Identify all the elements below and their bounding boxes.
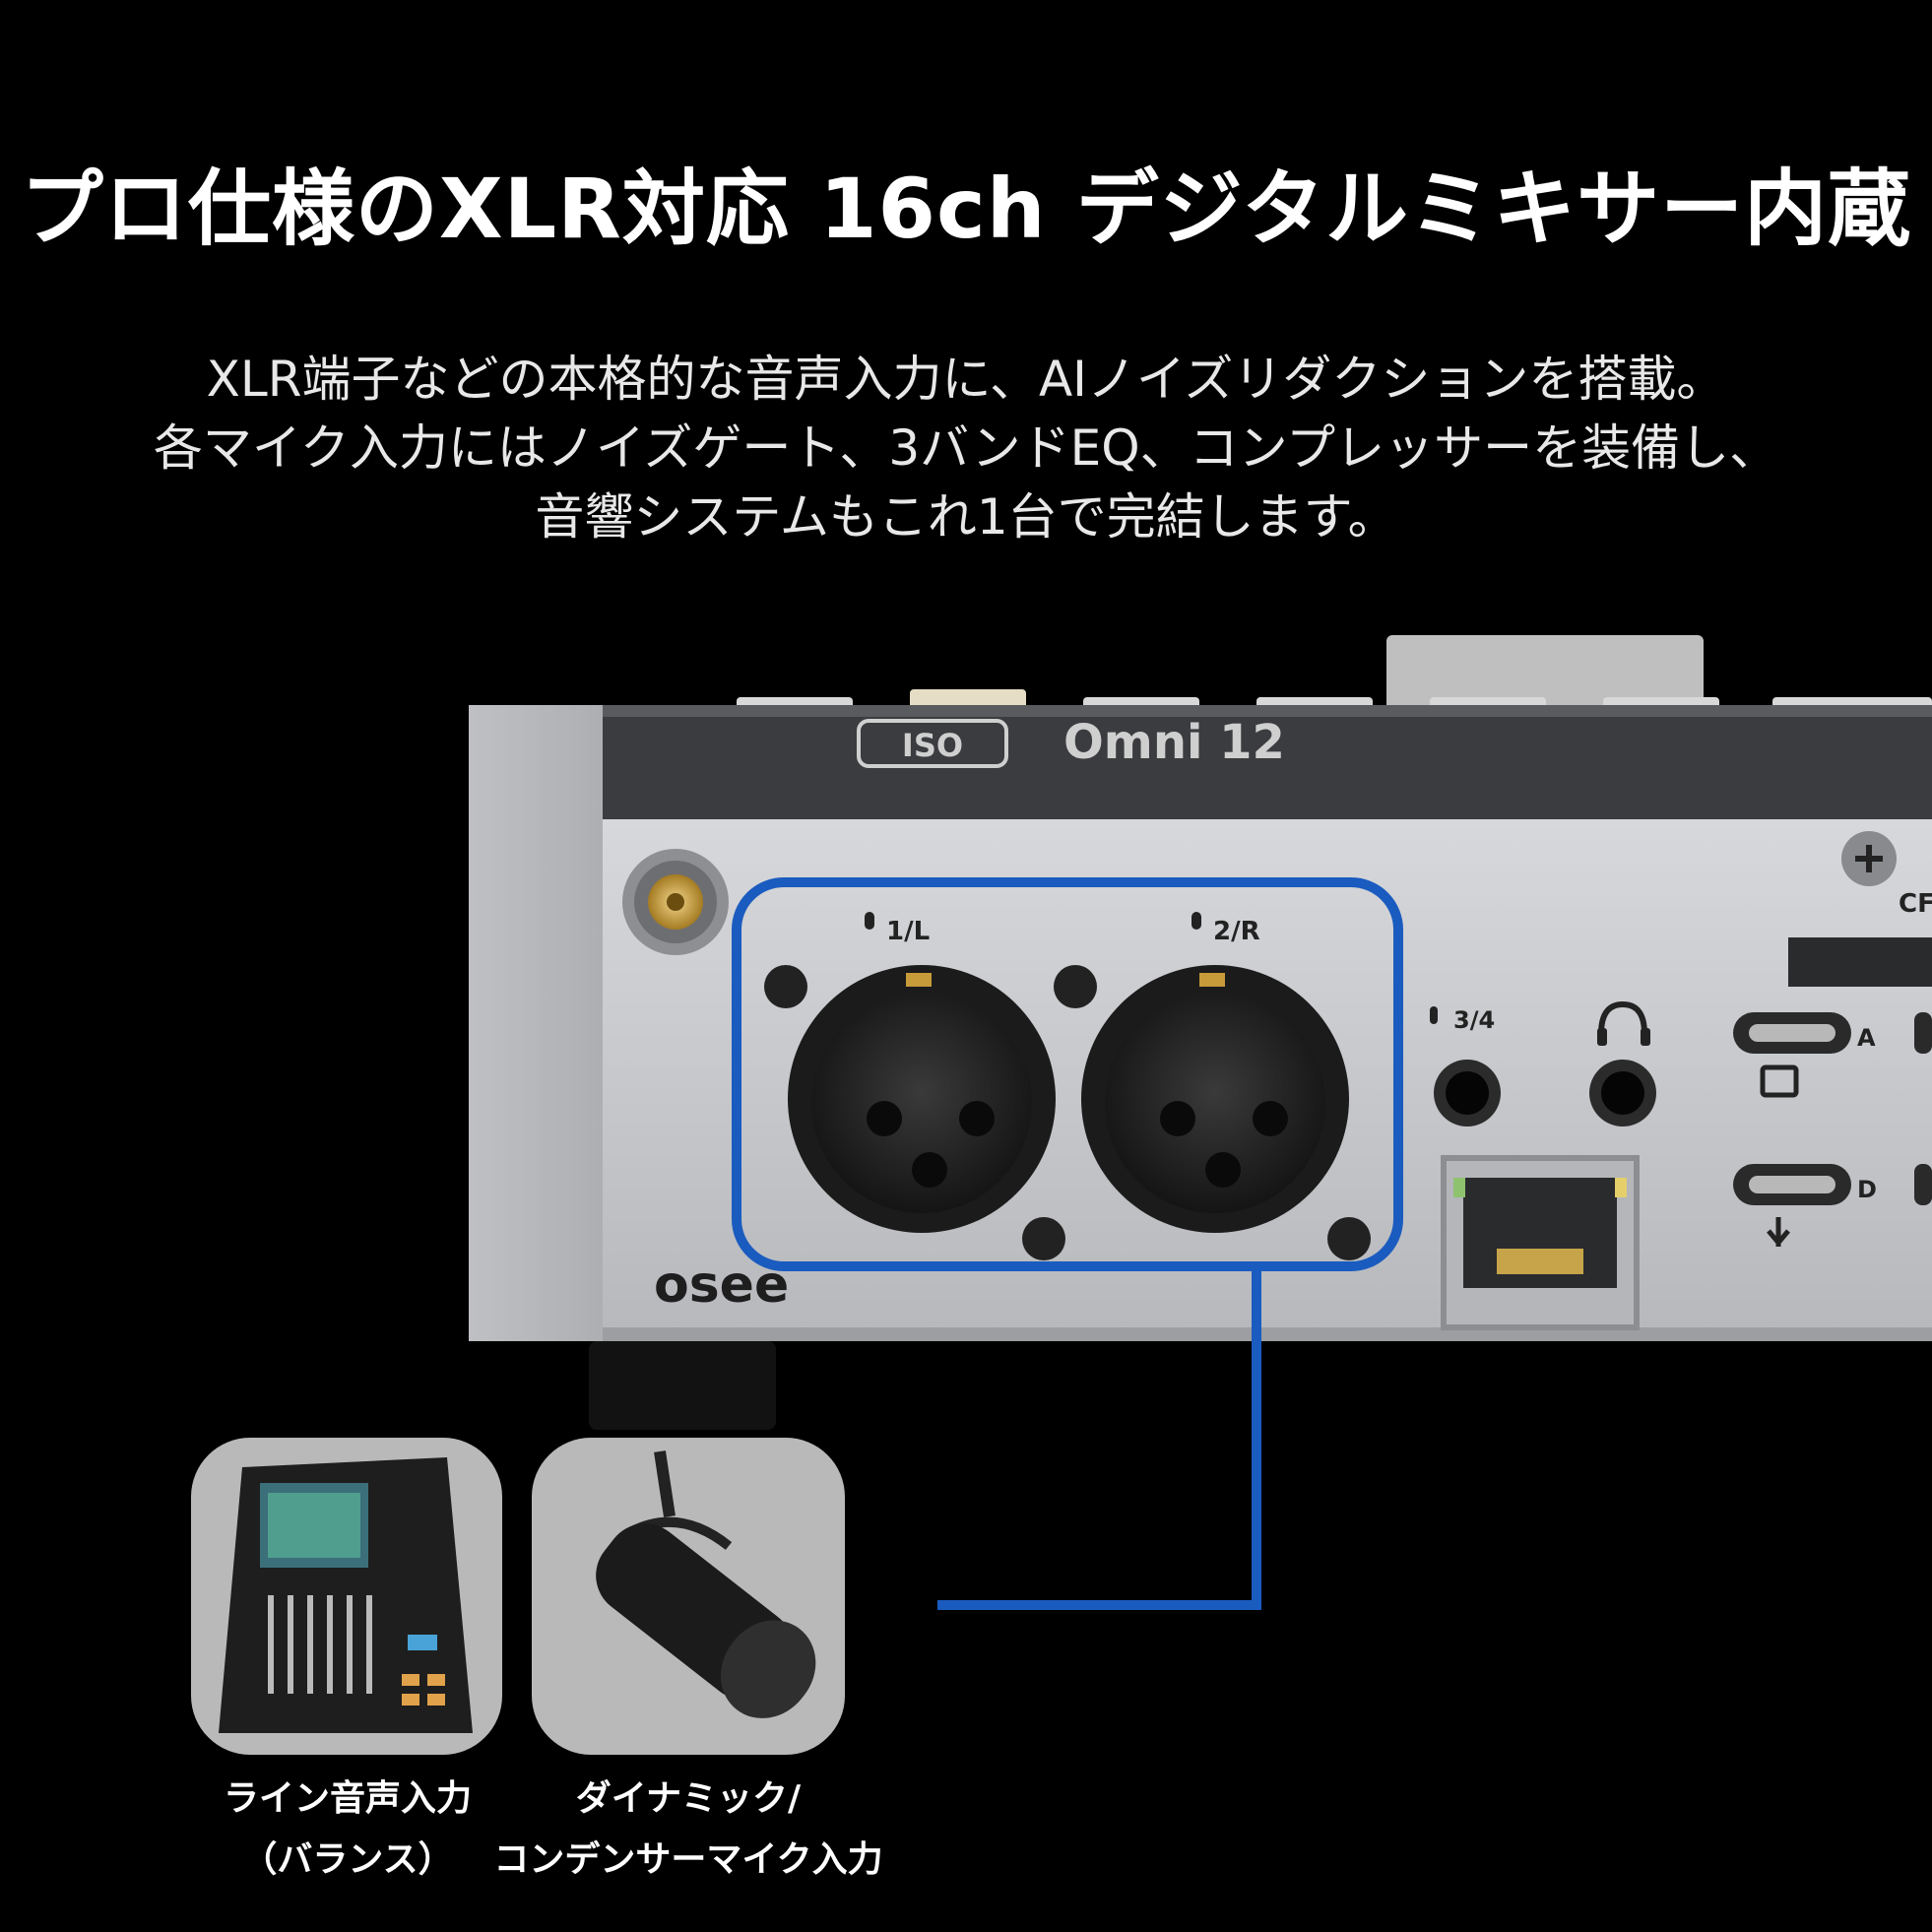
- description-line-2: 各マイク入力にはノイズゲート、3バンドEQ、コンプレッサーを装備し、: [153, 419, 1779, 477]
- model-badge-text: ISO: [902, 727, 963, 764]
- xlr-connector-2: [1081, 965, 1371, 1260]
- antenna-connector: [622, 849, 729, 955]
- mic-jack-3-4: [1434, 1060, 1501, 1127]
- usb-a-label: A: [1857, 1024, 1876, 1052]
- usb-c-port-a: [1733, 1012, 1851, 1054]
- source-image-microphone: [532, 1438, 845, 1755]
- headphone-icon: [1598, 1000, 1647, 1035]
- usb-c-port-d: [1733, 1164, 1851, 1205]
- dynamic-microphone-icon: [596, 1450, 816, 1718]
- mic34-label: 3/4: [1453, 1006, 1495, 1034]
- description-line-3: 音響システムもこれ1台で完結します。: [535, 488, 1397, 546]
- digital-mixer-icon: [219, 1457, 473, 1733]
- mic1-label: 1/L: [886, 917, 930, 946]
- model-name: Omni 12: [1063, 715, 1285, 770]
- connector-line: [937, 1266, 1261, 1610]
- cf-label: CF: [1899, 889, 1932, 919]
- headphone-jack: [1589, 1060, 1656, 1127]
- xlr-connector-1: [764, 965, 1097, 1260]
- source-label-line-1: ライン音声入力: [223, 1778, 472, 1819]
- source-label-line: ライン音声入力 （バランス）: [177, 1769, 518, 1891]
- source-label-mic-1: ダイナミック/: [575, 1778, 802, 1819]
- side-bracket: [469, 705, 630, 1341]
- usb-d-label: D: [1857, 1176, 1877, 1203]
- description: XLR端子などの本格的な音声入力に、AIノイズリダクションを搭載。 各マイク入力…: [0, 345, 1932, 551]
- top-bracket: [1386, 635, 1704, 714]
- source-label-mic: ダイナミック/ コンデンサーマイク入力: [486, 1769, 890, 1891]
- mic34-icon: [1430, 1006, 1438, 1024]
- source-image-mixer: [191, 1438, 502, 1755]
- xlr-highlight-frame: [732, 877, 1403, 1271]
- mic-icon: [865, 912, 1201, 930]
- top-band: [603, 705, 1932, 819]
- card-slot: [1788, 937, 1932, 987]
- monitor-icon: [1760, 1064, 1799, 1098]
- ethernet-port: [1441, 1155, 1640, 1330]
- mic2-label: 2/R: [1213, 917, 1260, 946]
- brand-logo: osee: [654, 1256, 789, 1315]
- model-badge: [857, 719, 1008, 768]
- description-line-1: XLR端子などの本格的な音声入力に、AIノイズリダクションを搭載。: [206, 351, 1726, 408]
- usb-icon: [1767, 1217, 1790, 1247]
- source-label-mic-2: コンデンサーマイク入力: [493, 1839, 883, 1880]
- headline: プロ仕様のXLR対応 16ch デジタルミキサー内蔵: [20, 161, 1912, 257]
- source-label-line-2: （バランス）: [241, 1839, 454, 1880]
